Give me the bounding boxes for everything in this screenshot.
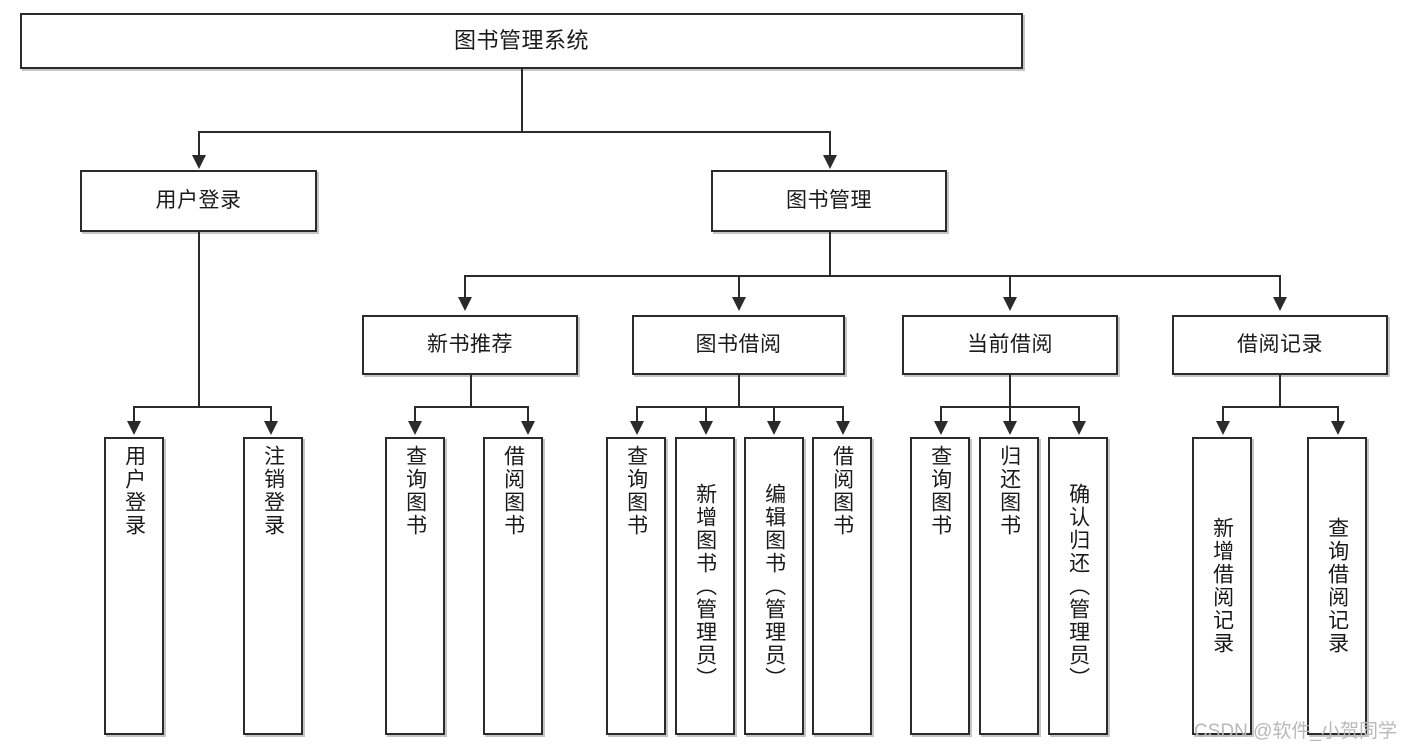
connector-bb-leaf1 <box>636 406 638 423</box>
leaf-bb-add-book-admin[interactable]: 新增图书（管理员） <box>675 437 735 735</box>
arrowhead-new-book <box>458 297 472 311</box>
connector-bb-leaf3 <box>773 406 775 423</box>
leaf-bb-query-book[interactable]: 查询图书 <box>606 437 666 735</box>
node-label: 查询图书 <box>403 445 427 537</box>
arrowhead-leaf-logout <box>264 421 278 435</box>
connector-book-mgmt-stem <box>829 232 831 276</box>
node-label: 查询借阅记录 <box>1325 517 1349 655</box>
arrowhead-newbook-leaf1 <box>408 421 422 435</box>
node-label: 借阅图书 <box>501 445 525 537</box>
node-label: 图书管理系统 <box>453 27 589 53</box>
node-root-system[interactable]: 图书管理系统 <box>20 13 1023 69</box>
leaf-br-add-record[interactable]: 新增借阅记录 <box>1192 437 1252 735</box>
connector-user-login-bus <box>133 406 270 408</box>
arrowhead-bb-leaf2 <box>699 421 713 435</box>
node-label: 借阅记录 <box>1237 333 1323 357</box>
node-label: 借阅图书 <box>830 445 854 537</box>
node-label: 归还图书 <box>997 445 1021 537</box>
node-borrow-record[interactable]: 借阅记录 <box>1172 315 1388 375</box>
connector-user-login-leaf1 <box>133 406 135 423</box>
node-label: 图书借阅 <box>695 333 782 357</box>
connector-borrow-record-bus <box>1222 406 1337 408</box>
node-label: 查询图书 <box>928 445 952 537</box>
arrowhead-bb-leaf4 <box>836 421 850 435</box>
connector-to-current-borrow <box>1009 275 1011 299</box>
node-label: 图书管理 <box>786 189 872 213</box>
arrowhead-book-mgmt <box>823 155 837 169</box>
node-book-borrow[interactable]: 图书借阅 <box>632 315 845 375</box>
connector-new-book-stem <box>470 375 472 407</box>
node-book-management[interactable]: 图书管理 <box>711 170 947 232</box>
connector-cb-leaf1 <box>940 406 942 423</box>
connector-user-login-stem <box>198 232 200 407</box>
leaf-user-login[interactable]: 用户登录 <box>104 437 164 735</box>
node-label: 新增借阅记录 <box>1210 517 1234 655</box>
node-label: 用户登录 <box>122 445 146 537</box>
connector-current-borrow-stem <box>1009 375 1011 407</box>
connector-br-leaf2 <box>1337 406 1339 423</box>
arrowhead-br-leaf1 <box>1216 421 1230 435</box>
connector-to-book-borrow <box>738 275 740 299</box>
connector-to-borrow-record <box>1279 275 1281 299</box>
node-label: 新书推荐 <box>427 333 513 357</box>
node-label: 确认归还（管理员） <box>1066 482 1090 690</box>
node-label: 当前借阅 <box>967 333 1053 357</box>
node-current-borrow[interactable]: 当前借阅 <box>902 315 1118 375</box>
arrowhead-newbook-leaf2 <box>521 421 535 435</box>
connector-root-to-user-login <box>198 131 200 157</box>
connector-cb-leaf2 <box>1009 406 1011 423</box>
node-label: 用户登录 <box>155 189 242 213</box>
leaf-cb-return-book[interactable]: 归还图书 <box>979 437 1039 735</box>
node-user-login[interactable]: 用户登录 <box>80 170 317 232</box>
connector-book-borrow-bus <box>636 406 843 408</box>
arrowhead-current-borrow <box>1003 297 1017 311</box>
leaf-bb-borrow-book[interactable]: 借阅图书 <box>812 437 872 735</box>
connector-new-book-leaf1 <box>414 406 416 423</box>
leaf-bb-edit-book-admin[interactable]: 编辑图书（管理员） <box>744 437 804 735</box>
arrowhead-br-leaf2 <box>1331 421 1345 435</box>
leaf-br-query-record[interactable]: 查询借阅记录 <box>1307 437 1367 735</box>
leaf-cb-confirm-return-admin[interactable]: 确认归还（管理员） <box>1048 437 1108 735</box>
arrowhead-borrow-record <box>1273 297 1287 311</box>
connector-br-leaf1 <box>1222 406 1224 423</box>
arrowhead-cb-leaf3 <box>1072 421 1086 435</box>
connector-cb-leaf3 <box>1078 406 1080 423</box>
leaf-logout[interactable]: 注销登录 <box>243 437 303 735</box>
connector-user-login-leaf2 <box>270 406 272 423</box>
node-label: 注销登录 <box>261 445 285 537</box>
connector-book-borrow-stem <box>738 375 740 407</box>
arrowhead-book-borrow <box>732 297 746 311</box>
connector-bb-leaf4 <box>842 406 844 423</box>
arrowhead-user-login <box>192 155 206 169</box>
arrowhead-leaf-user-login <box>127 421 141 435</box>
node-label: 查询图书 <box>624 445 648 537</box>
connector-new-book-leaf2 <box>527 406 529 423</box>
leaf-newbook-borrow-book[interactable]: 借阅图书 <box>483 437 543 735</box>
leaf-newbook-query-book[interactable]: 查询图书 <box>385 437 445 735</box>
connector-to-new-book <box>464 275 466 299</box>
connector-root-stem <box>521 69 523 132</box>
arrowhead-bb-leaf1 <box>630 421 644 435</box>
connector-borrow-record-stem <box>1279 375 1281 407</box>
arrowhead-cb-leaf1 <box>934 421 948 435</box>
node-new-book-recommend[interactable]: 新书推荐 <box>362 315 578 375</box>
leaf-cb-query-book[interactable]: 查询图书 <box>910 437 970 735</box>
arrowhead-cb-leaf2 <box>1003 421 1017 435</box>
connector-new-book-bus <box>414 406 527 408</box>
connector-bb-leaf2 <box>705 406 707 423</box>
node-label: 新增图书（管理员） <box>693 482 717 690</box>
node-label: 编辑图书（管理员） <box>762 482 786 690</box>
arrowhead-bb-leaf3 <box>767 421 781 435</box>
connector-level3-bus <box>464 275 1280 277</box>
connector-root-bus <box>198 131 830 133</box>
connector-root-to-book-mgmt <box>829 131 831 157</box>
